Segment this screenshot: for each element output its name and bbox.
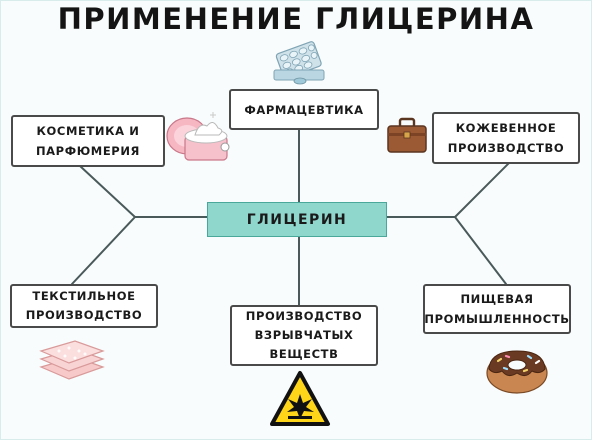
connector-to-leather [454,161,511,218]
node-explosives-label-line1: ПРОИЗВОДСТВО [245,309,363,323]
node-textile-label-line1: ТЕКСТИЛЬНОЕ [32,289,136,303]
node-pharmaceutics: ФАРМАЦЕВТИКА [229,89,379,130]
node-leather-label-line2: ПРОИЗВОДСТВО [447,141,565,155]
center-node-glycerin: ГЛИЦЕРИН [207,202,387,237]
donut-icon [486,350,548,394]
node-food-industry: ПИЩЕВАЯ ПРОМЫШЛЕННОСТЬ [423,284,571,334]
node-food-label-line1: ПИЩЕВАЯ [460,292,534,306]
node-cosmetics-label-line1: КОСМЕТИКА И [36,124,140,138]
node-explosives-label-line2: ВЗРЫВЧАТЫХ [254,328,354,342]
briefcase-icon [387,117,427,153]
explosive-warning-icon [270,371,330,426]
node-explosives: ПРОИЗВОДСТВО ВЗРЫВЧАТЫХ ВЕЩЕСТВ [230,305,378,366]
node-leather-label-line1: КОЖЕВЕННОЕ [455,121,557,135]
center-node-label: ГЛИЦЕРИН [246,211,348,228]
node-leather: КОЖЕВЕННОЕ ПРОИЗВОДСТВО [432,112,580,164]
node-cosmetics: КОСМЕТИКА И ПАРФЮМЕРИЯ [11,115,165,167]
connector-to-food [454,216,507,285]
connector-to-textile [71,216,136,285]
diagram-title: ПРИМЕНЕНИЕ ГЛИЦЕРИНА [57,2,535,36]
folded-clothes-icon [39,340,105,380]
cream-jar-icon [166,112,230,161]
node-cosmetics-label-line2: ПАРФЮМЕРИЯ [35,144,141,158]
node-pharmaceutics-label: ФАРМАЦЕВТИКА [244,102,364,117]
node-textile-label-line2: ПРОИЗВОДСТВО [25,308,143,322]
pills-blister-icon [273,41,325,85]
connector-to-cosmetics [79,165,136,218]
node-food-label-line2: ПРОМЫШЛЕННОСТЬ [424,312,570,326]
node-explosives-label-line3: ВЕЩЕСТВ [269,347,339,361]
node-textile: ТЕКСТИЛЬНОЕ ПРОИЗВОДСТВО [10,284,158,328]
